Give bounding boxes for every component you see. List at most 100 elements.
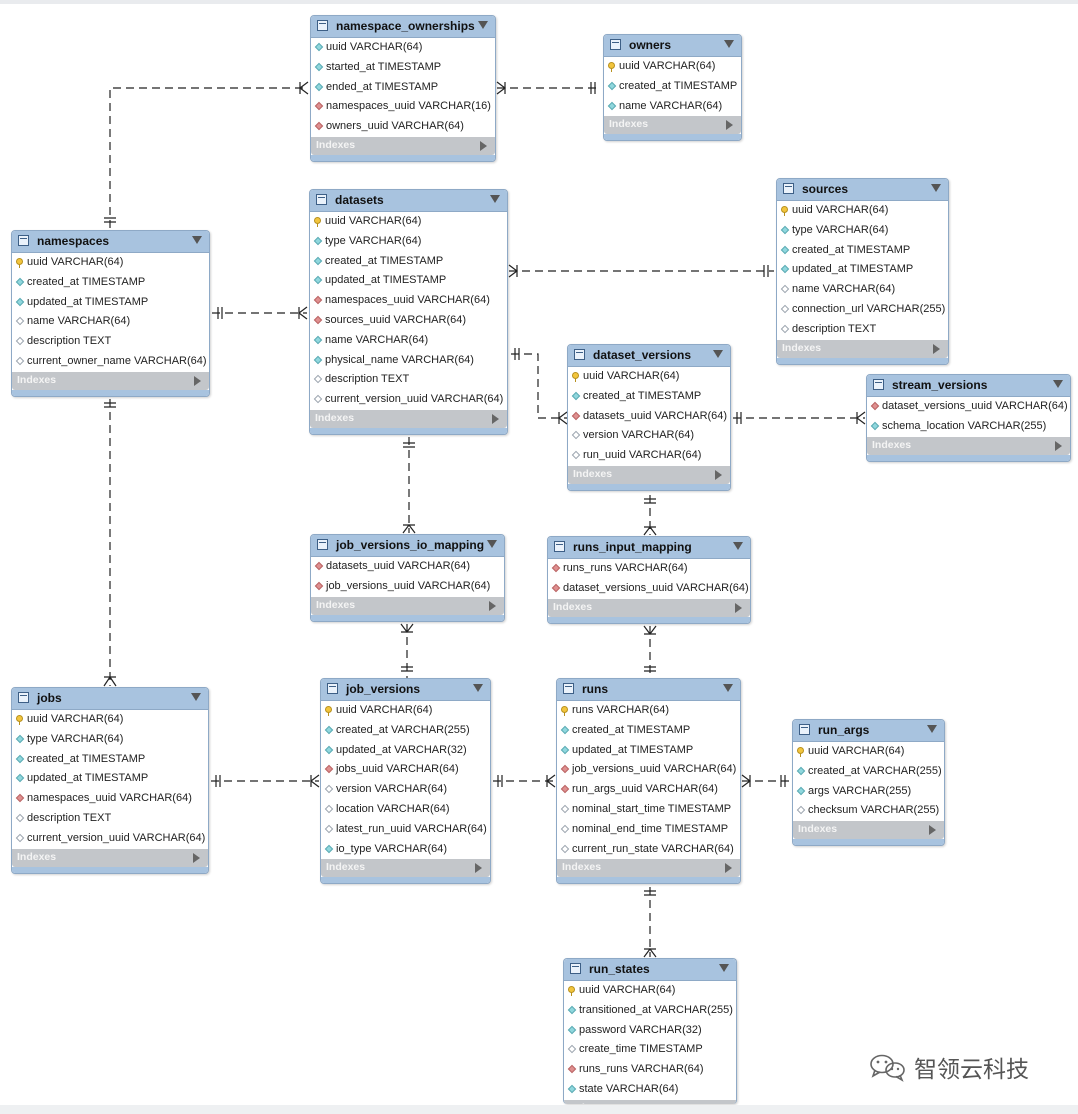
column-row[interactable]: uuid VARCHAR(64) <box>12 253 209 273</box>
expand-arrow-icon[interactable] <box>480 140 487 151</box>
column-row[interactable]: started_at TIMESTAMP <box>311 58 495 78</box>
expand-arrow-icon[interactable] <box>194 375 201 386</box>
column-row[interactable]: uuid VARCHAR(64) <box>321 701 490 721</box>
column-row[interactable]: created_at TIMESTAMP <box>557 721 740 741</box>
table-header[interactable]: sources <box>777 179 948 201</box>
column-row[interactable]: dataset_versions_uuid VARCHAR(64) <box>548 579 750 599</box>
column-row[interactable]: sources_uuid VARCHAR(64) <box>310 311 507 331</box>
column-row[interactable]: current_version_uuid VARCHAR(64) <box>12 829 208 849</box>
indexes-section[interactable]: Indexes <box>604 116 741 135</box>
indexes-section[interactable]: Indexes <box>311 136 495 155</box>
column-row[interactable]: connection_url VARCHAR(255) <box>777 300 948 320</box>
table-header[interactable]: datasets <box>310 190 507 212</box>
column-row[interactable]: uuid VARCHAR(64) <box>564 981 736 1001</box>
column-row[interactable]: dataset_versions_uuid VARCHAR(64) <box>867 397 1070 417</box>
column-row[interactable]: run_args_uuid VARCHAR(64) <box>557 780 740 800</box>
column-row[interactable]: transitioned_at VARCHAR(255) <box>564 1001 736 1021</box>
column-row[interactable]: namespaces_uuid VARCHAR(64) <box>310 291 507 311</box>
collapse-triangle-icon[interactable] <box>723 684 733 692</box>
column-row[interactable]: created_at TIMESTAMP <box>604 77 741 97</box>
table-header[interactable]: owners <box>604 35 741 57</box>
table-header[interactable]: job_versions_io_mapping <box>311 535 504 557</box>
collapse-triangle-icon[interactable] <box>713 350 723 358</box>
column-row[interactable]: uuid VARCHAR(64) <box>604 57 741 77</box>
column-row[interactable]: updated_at TIMESTAMP <box>557 741 740 761</box>
column-row[interactable]: runs_runs VARCHAR(64) <box>564 1060 736 1080</box>
column-row[interactable]: state VARCHAR(64) <box>564 1080 736 1100</box>
column-row[interactable]: name VARCHAR(64) <box>310 331 507 351</box>
collapse-triangle-icon[interactable] <box>719 964 729 972</box>
column-row[interactable]: location VARCHAR(64) <box>321 800 490 820</box>
indexes-section[interactable]: Indexes <box>777 339 948 358</box>
collapse-triangle-icon[interactable] <box>931 184 941 192</box>
column-row[interactable]: description TEXT <box>310 370 507 390</box>
table-header[interactable]: jobs <box>12 688 208 710</box>
column-row[interactable]: type VARCHAR(64) <box>777 221 948 241</box>
expand-arrow-icon[interactable] <box>929 825 936 836</box>
table-header[interactable]: namespaces <box>12 231 209 253</box>
indexes-section[interactable]: Indexes <box>12 848 208 867</box>
collapse-triangle-icon[interactable] <box>192 236 202 244</box>
column-row[interactable]: io_type VARCHAR(64) <box>321 840 490 860</box>
column-row[interactable]: uuid VARCHAR(64) <box>311 38 495 58</box>
column-row[interactable]: created_at TIMESTAMP <box>777 241 948 261</box>
table-header[interactable]: run_states <box>564 959 736 981</box>
column-row[interactable]: updated_at TIMESTAMP <box>310 271 507 291</box>
column-row[interactable]: latest_run_uuid VARCHAR(64) <box>321 820 490 840</box>
column-row[interactable]: job_versions_uuid VARCHAR(64) <box>557 760 740 780</box>
column-row[interactable]: description TEXT <box>12 809 208 829</box>
indexes-section[interactable]: Indexes <box>310 409 507 428</box>
collapse-triangle-icon[interactable] <box>487 540 497 548</box>
indexes-section[interactable]: Indexes <box>564 1099 736 1104</box>
table-header[interactable]: namespace_ownerships <box>311 16 495 38</box>
column-row[interactable]: jobs_uuid VARCHAR(64) <box>321 760 490 780</box>
column-row[interactable]: updated_at TIMESTAMP <box>12 293 209 313</box>
column-row[interactable]: checksum VARCHAR(255) <box>793 801 944 821</box>
column-row[interactable]: runs VARCHAR(64) <box>557 701 740 721</box>
indexes-section[interactable]: Indexes <box>793 821 944 840</box>
expand-arrow-icon[interactable] <box>933 343 940 354</box>
column-row[interactable]: run_uuid VARCHAR(64) <box>568 446 730 466</box>
expand-arrow-icon[interactable] <box>193 852 200 863</box>
expand-arrow-icon[interactable] <box>726 120 733 131</box>
column-row[interactable]: version VARCHAR(64) <box>568 426 730 446</box>
column-row[interactable]: args VARCHAR(255) <box>793 782 944 802</box>
column-row[interactable]: name VARCHAR(64) <box>604 97 741 117</box>
indexes-section[interactable]: Indexes <box>548 598 750 617</box>
collapse-triangle-icon[interactable] <box>927 725 937 733</box>
column-row[interactable]: password VARCHAR(32) <box>564 1021 736 1041</box>
column-row[interactable]: version VARCHAR(64) <box>321 780 490 800</box>
indexes-section[interactable]: Indexes <box>557 859 740 878</box>
column-row[interactable]: nominal_start_time TIMESTAMP <box>557 800 740 820</box>
column-row[interactable]: type VARCHAR(64) <box>310 232 507 252</box>
table-header[interactable]: dataset_versions <box>568 345 730 367</box>
column-row[interactable]: uuid VARCHAR(64) <box>793 742 944 762</box>
expand-arrow-icon[interactable] <box>475 863 482 874</box>
column-row[interactable]: namespaces_uuid VARCHAR(64) <box>12 789 208 809</box>
column-row[interactable]: created_at VARCHAR(255) <box>321 721 490 741</box>
column-row[interactable]: owners_uuid VARCHAR(64) <box>311 117 495 137</box>
collapse-triangle-icon[interactable] <box>473 684 483 692</box>
column-row[interactable]: schema_location VARCHAR(255) <box>867 417 1070 437</box>
indexes-section[interactable]: Indexes <box>321 859 490 878</box>
column-row[interactable]: current_version_uuid VARCHAR(64) <box>310 390 507 410</box>
column-row[interactable]: uuid VARCHAR(64) <box>310 212 507 232</box>
indexes-section[interactable]: Indexes <box>311 596 504 615</box>
column-row[interactable]: created_at TIMESTAMP <box>310 252 507 272</box>
table-header[interactable]: run_args <box>793 720 944 742</box>
collapse-triangle-icon[interactable] <box>490 195 500 203</box>
expand-arrow-icon[interactable] <box>715 469 722 480</box>
expand-arrow-icon[interactable] <box>725 863 732 874</box>
column-row[interactable]: updated_at TIMESTAMP <box>777 260 948 280</box>
